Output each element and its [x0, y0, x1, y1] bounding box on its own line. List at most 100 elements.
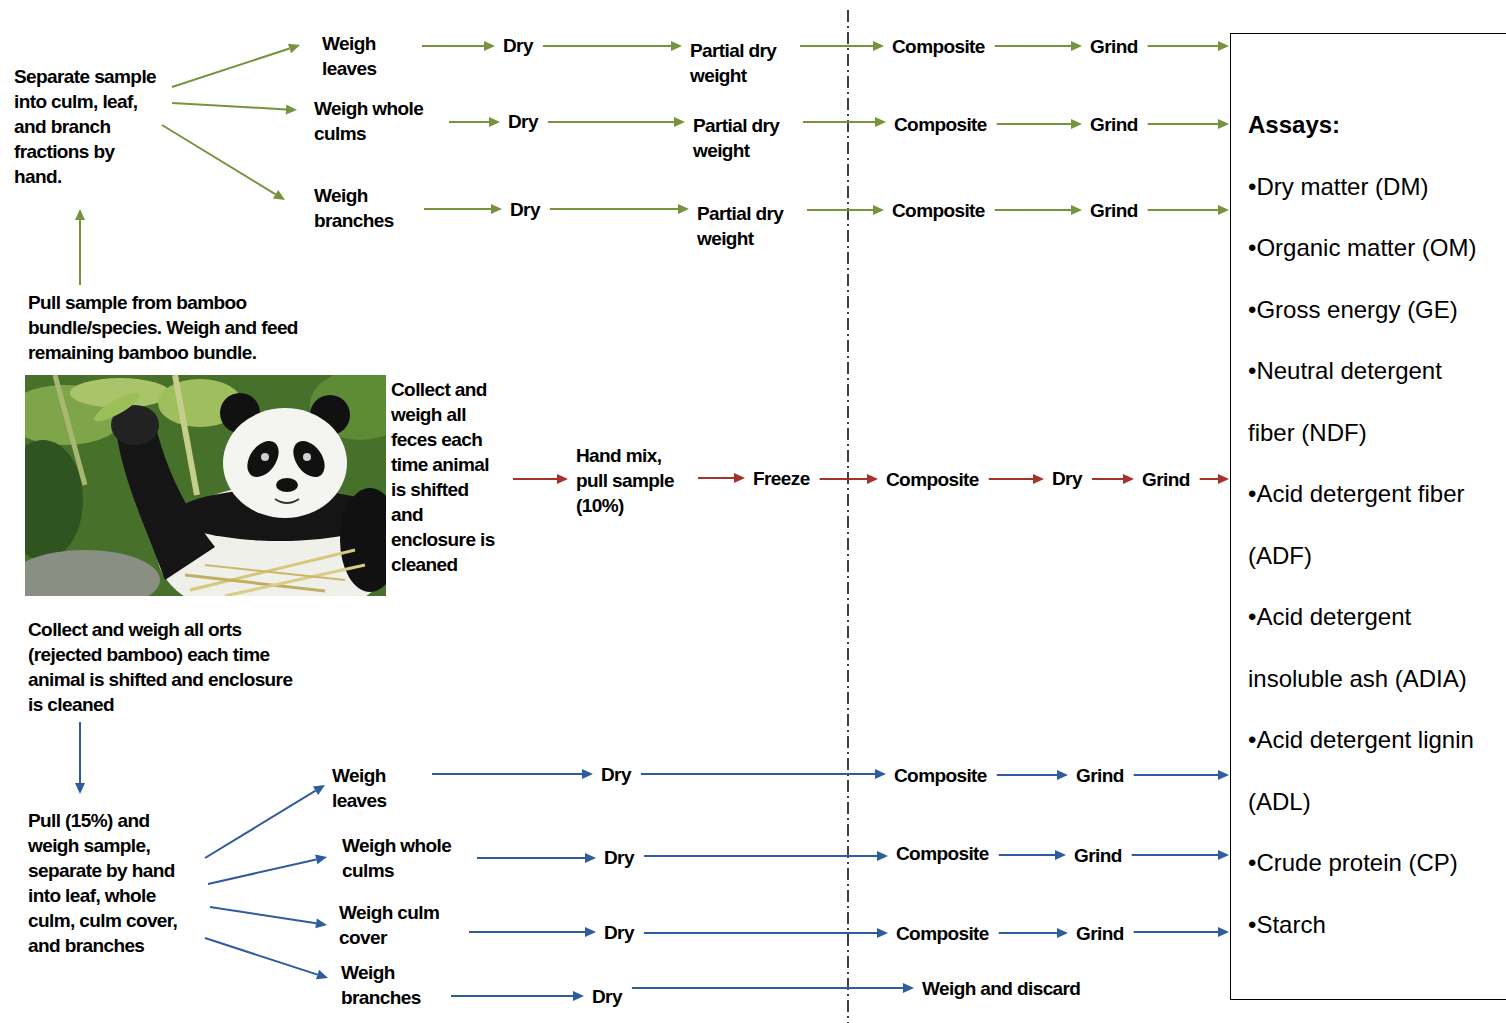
- step-text: Dry: [510, 197, 540, 222]
- arrow-line: [698, 477, 734, 479]
- flow-arrow: [995, 41, 1082, 51]
- flow-arrow: [543, 41, 682, 51]
- panda-eye-patch: [241, 435, 285, 483]
- arrow-head: [875, 769, 886, 779]
- arrow-line: [449, 121, 489, 123]
- panda-photo: [3, 370, 410, 621]
- arrow-head: [585, 927, 596, 937]
- step-label: Collect and weigh all feces each time an…: [391, 377, 503, 577]
- step-label: Hand mix, pull sample (10%): [576, 443, 688, 518]
- arrow-head: [286, 104, 297, 114]
- arrow-head: [1071, 119, 1082, 129]
- arrow-head: [557, 474, 568, 484]
- arrow-head: [1218, 927, 1229, 937]
- step-label: Grind: [1076, 921, 1124, 946]
- flow-arrow: [1200, 474, 1229, 484]
- step-label: Freeze: [753, 466, 810, 491]
- arrow-line: [205, 791, 316, 858]
- step-text: Grind: [1076, 921, 1124, 946]
- arrow-head: [288, 44, 300, 54]
- arrow-line: [424, 208, 491, 210]
- step-label: Dry: [604, 920, 634, 945]
- arrow-head: [734, 473, 745, 483]
- step-text: Partial dry weight: [690, 38, 790, 88]
- flow-arrow: [477, 853, 596, 863]
- step-text: Weigh leaves: [332, 763, 422, 813]
- step-label: Grind: [1090, 112, 1138, 137]
- step-text: Composite: [886, 467, 979, 492]
- arrow-line: [999, 932, 1057, 934]
- arrow-head: [489, 117, 500, 127]
- flow-arrow: [422, 41, 495, 51]
- step-label: Composite: [892, 34, 985, 59]
- arrow-line: [1148, 209, 1218, 211]
- flow-arrow: [807, 205, 884, 215]
- flow-arrow: [803, 117, 886, 127]
- arrow-head: [484, 41, 495, 51]
- flow-arrow: [997, 770, 1068, 780]
- arrow-head: [573, 991, 584, 1001]
- flow-arrow: [1134, 927, 1229, 937]
- arrow-line: [1092, 478, 1123, 480]
- arrow-head: [903, 983, 914, 993]
- arrow-line: [995, 45, 1071, 47]
- step-label: Dry: [508, 109, 538, 134]
- arrow-line: [800, 45, 873, 47]
- step-label: Weigh branches: [314, 183, 414, 233]
- arrow-head: [1218, 850, 1229, 860]
- flow-arrow: [995, 205, 1082, 215]
- arrow-head: [877, 928, 888, 938]
- flow-arrow: [172, 44, 300, 87]
- step-text: Composite: [894, 112, 987, 137]
- arrow-line: [469, 931, 585, 933]
- step-label: Dry: [510, 197, 540, 222]
- arrow-head: [1218, 770, 1229, 780]
- flow-arrow: [432, 769, 593, 779]
- flow-arrow: [210, 907, 327, 928]
- step-label: Weigh branches: [341, 960, 441, 1010]
- arrow-line: [451, 995, 573, 997]
- bamboo-stalk: [55, 375, 85, 485]
- arrow-line: [172, 103, 286, 109]
- arrow-line: [644, 855, 877, 857]
- assay-item: •Dry matter (DM): [1248, 156, 1493, 218]
- step-text: Weigh culm cover: [339, 900, 459, 950]
- step-text: Dry: [604, 845, 634, 870]
- arrow-head: [315, 855, 327, 865]
- step-label: Dry: [503, 33, 533, 58]
- bamboo-stalk: [175, 375, 197, 495]
- flow-arrow: [205, 785, 325, 858]
- arrow-head: [585, 853, 596, 863]
- arrow-line: [1134, 931, 1218, 933]
- arrow-line: [513, 478, 557, 480]
- panda-eye: [303, 453, 311, 461]
- arrow-line: [644, 932, 877, 934]
- flow-arrow: [698, 473, 745, 483]
- flow-arrow: [989, 474, 1044, 484]
- step-label: Composite: [894, 112, 987, 137]
- flow-arrow: [820, 474, 878, 484]
- step-text: Collect and weigh all orts (rejected bam…: [28, 617, 300, 717]
- flow-arrow: [451, 991, 584, 1001]
- flow-arrow: [800, 41, 884, 51]
- arrow-head: [873, 205, 884, 215]
- step-label: Partial dry weight: [690, 38, 790, 88]
- arrow-line: [172, 48, 290, 87]
- step-text: Grind: [1090, 112, 1138, 137]
- step-text: Composite: [892, 34, 985, 59]
- step-label: Dry: [592, 984, 622, 1009]
- flow-arrow: [644, 851, 888, 861]
- arrow-line: [1200, 478, 1218, 480]
- arrow-line: [205, 938, 318, 975]
- step-text: Freeze: [753, 466, 810, 491]
- step-text: Partial dry weight: [693, 113, 793, 163]
- step-label: Grind: [1090, 198, 1138, 223]
- arrow-line: [641, 773, 875, 775]
- arrow-line: [1134, 774, 1218, 776]
- arrow-line: [803, 121, 875, 123]
- arrow-head: [877, 851, 888, 861]
- flow-arrow: [424, 204, 502, 214]
- step-label: Pull (15%) and weigh sample, separate by…: [28, 808, 198, 958]
- assay-box: Assays:•Dry matter (DM)•Organic matter (…: [1230, 33, 1506, 1000]
